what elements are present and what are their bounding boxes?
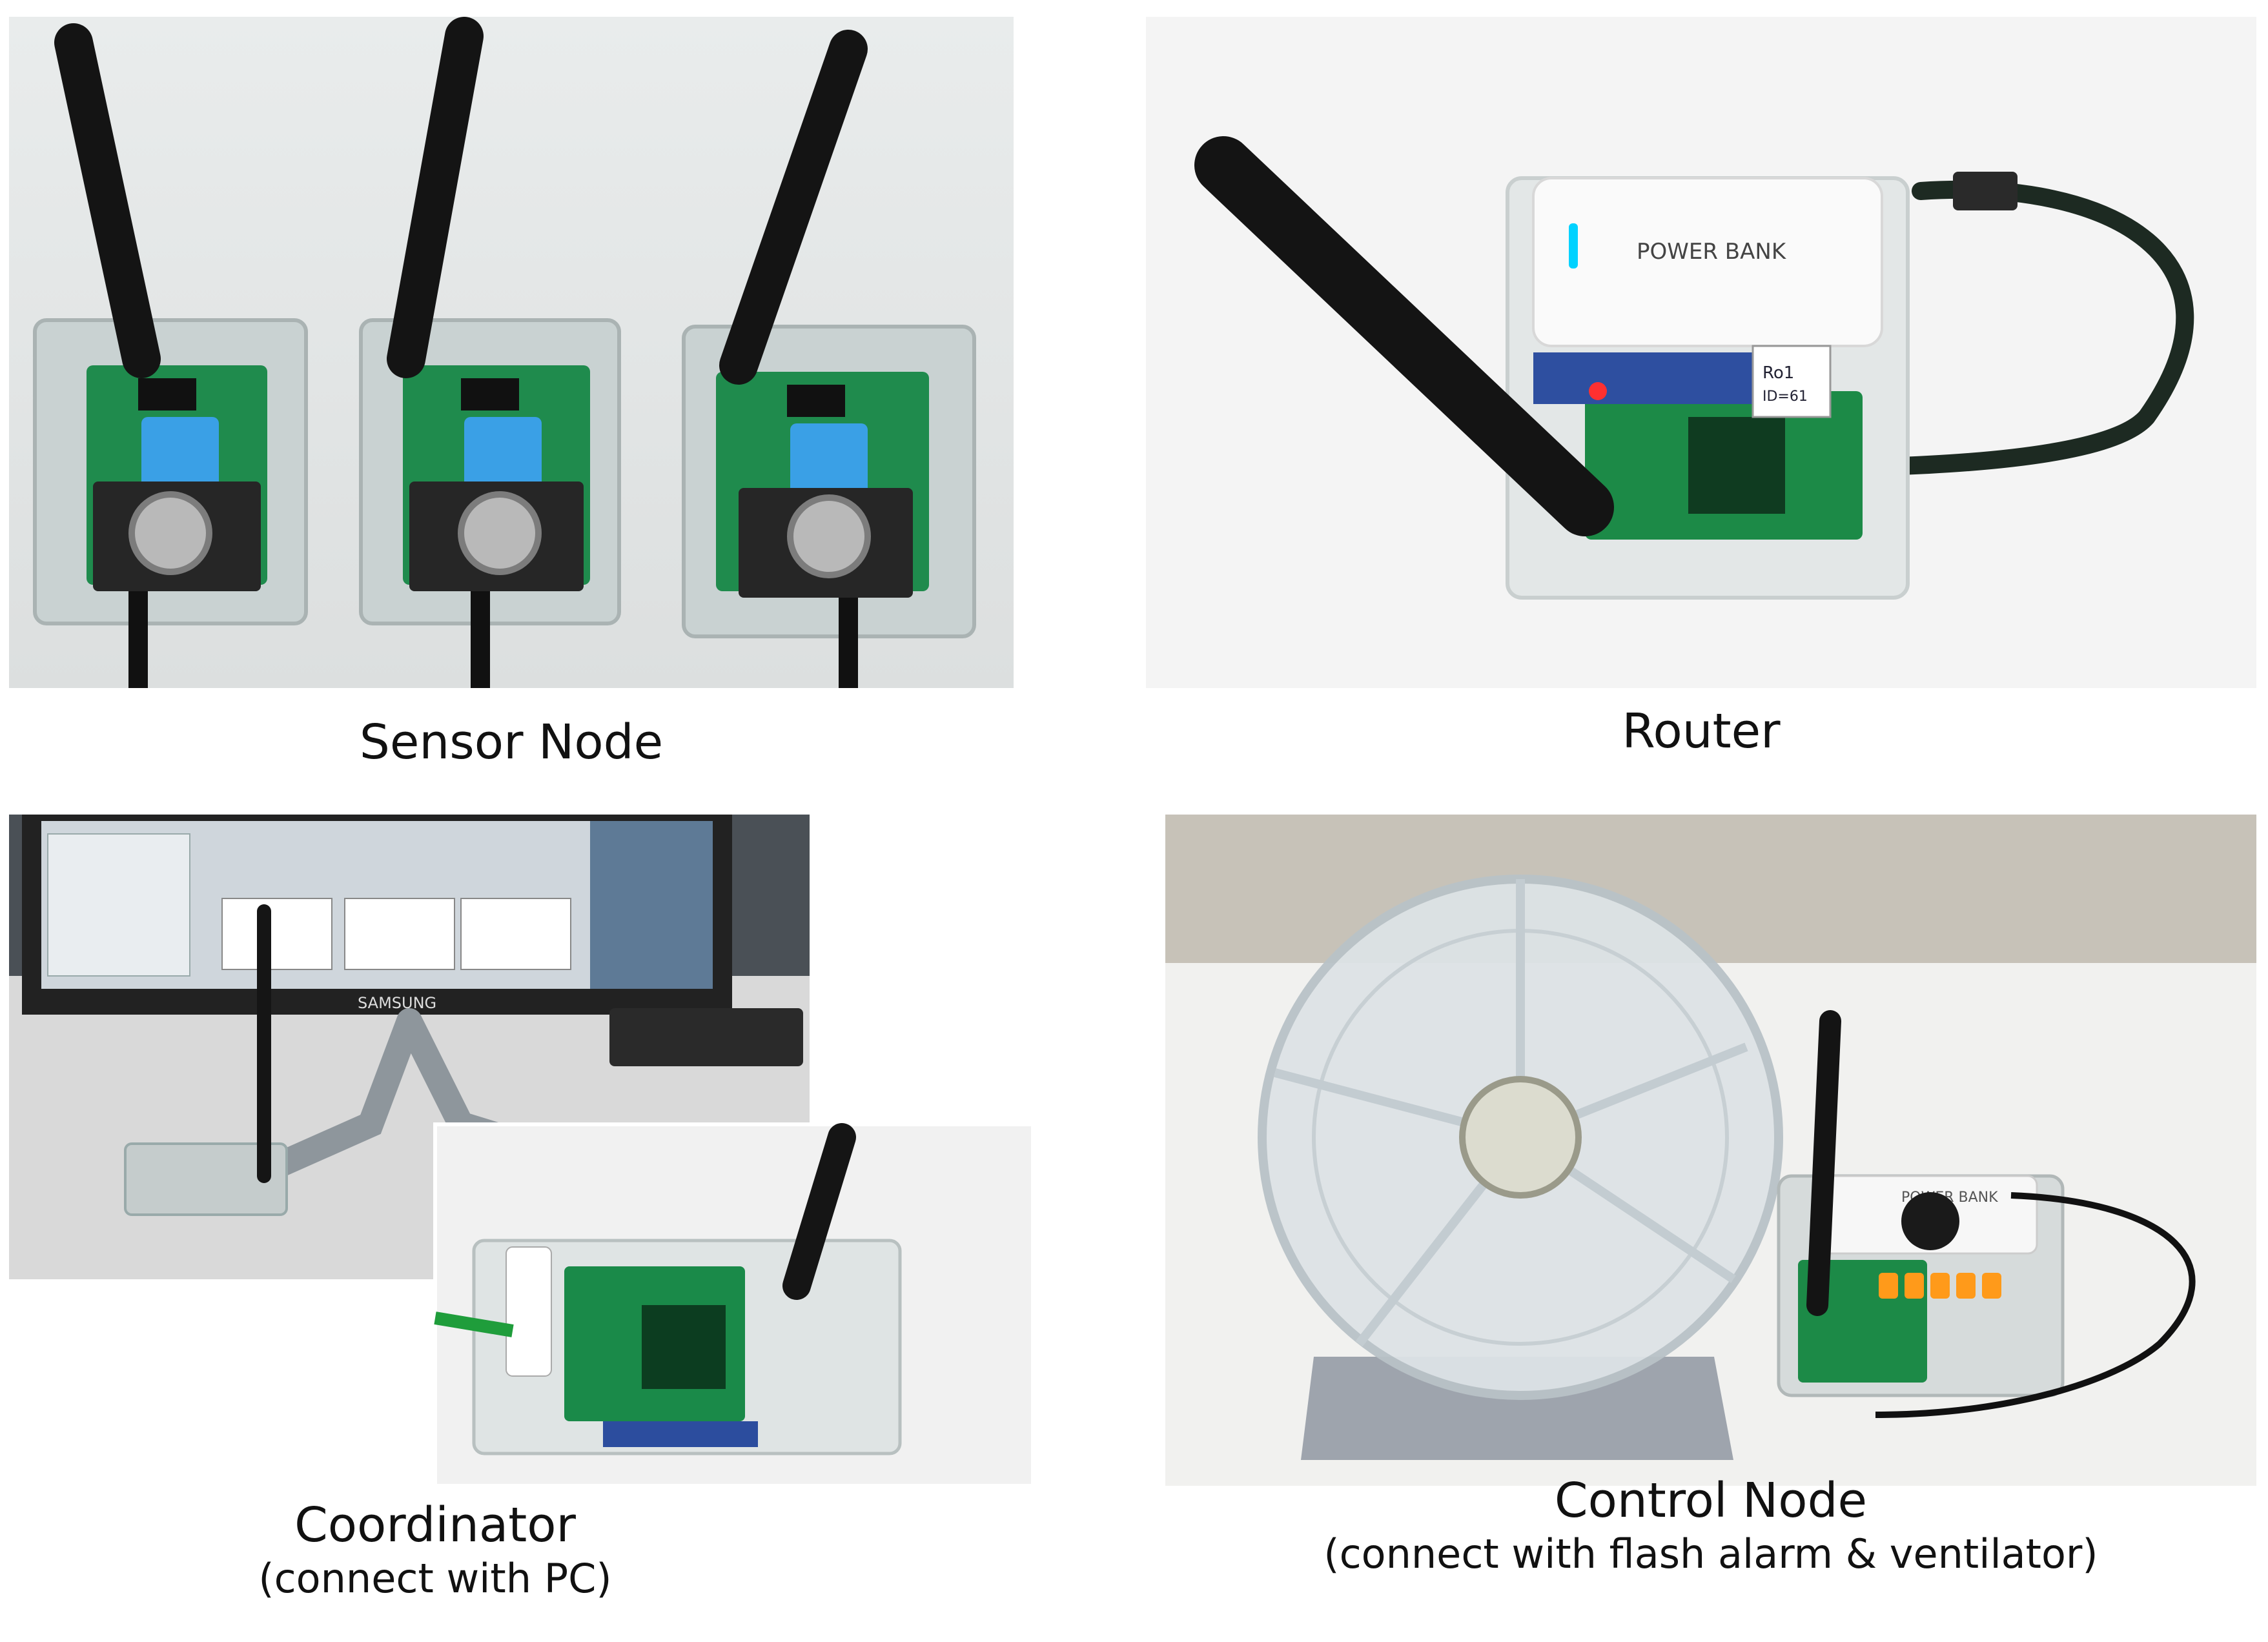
- coordinator-caption: Coordinator (connect with PC): [9, 1496, 861, 1603]
- coordinator-sublabel: (connect with PC): [258, 1555, 612, 1602]
- router-photo: POWER BANK Ro1 ID=61: [1146, 17, 2256, 688]
- sensor-node-unit: [359, 17, 621, 688]
- sensor-node-caption: Sensor Node: [9, 713, 1014, 771]
- sensor-node-label: Sensor Node: [359, 715, 664, 770]
- control-node-label: Control Node: [1554, 1473, 1868, 1528]
- control-node-caption: Control Node (connect with flash alarm &…: [1165, 1472, 2256, 1579]
- coordinator-label: Coordinator: [294, 1497, 576, 1553]
- sensor-node-photo: [9, 17, 1014, 688]
- router-caption: Router: [1146, 702, 2256, 760]
- sensor-node-unit: [33, 23, 308, 688]
- svg-text:ID=61: ID=61: [1762, 389, 1808, 405]
- router-label: Router: [1622, 704, 1781, 759]
- control-node-photo: POWER BANK: [1165, 815, 2256, 1486]
- power-bank-text: POWER BANK: [1637, 239, 1787, 265]
- sensor-node-unit: [682, 30, 976, 688]
- router-tag-text: Ro1: [1762, 363, 1794, 383]
- coordinator-photo: SAMSUNG: [9, 815, 1033, 1486]
- flash-alarm-leds: [1879, 1273, 2001, 1299]
- monitor-brand: SAMSUNG: [358, 994, 436, 1012]
- control-node-sublabel: (connect with flash alarm & ventilator): [1323, 1530, 2098, 1577]
